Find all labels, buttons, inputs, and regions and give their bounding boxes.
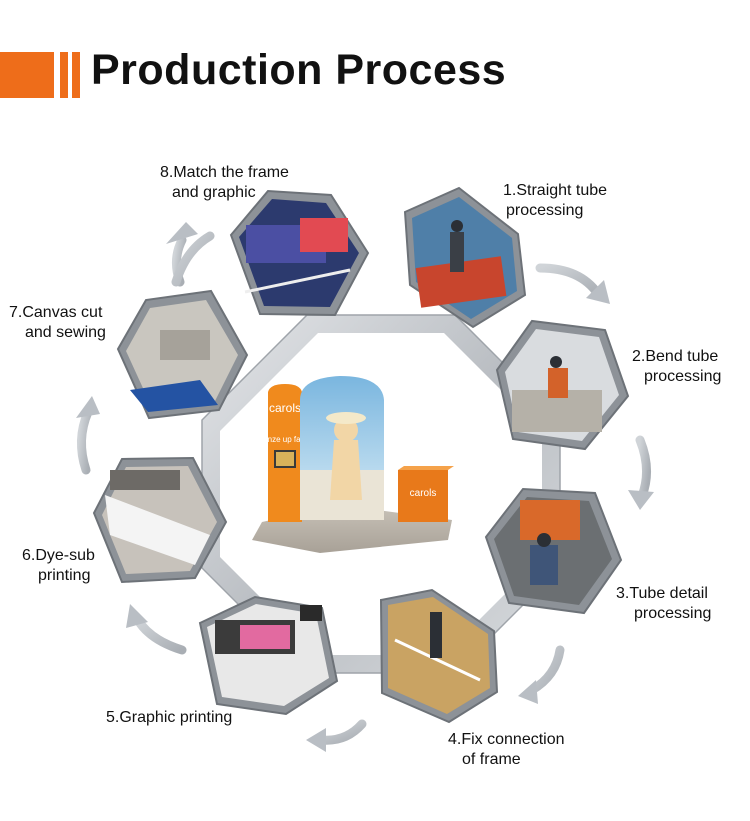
booth-counter (398, 470, 448, 522)
step-label-7: 7.Canvas cut and sewing (9, 303, 106, 343)
step-label-6-line1: 6.Dye-sub (22, 547, 95, 564)
step-hex-1 (403, 186, 527, 329)
step-label-2: 2.Bend tube processing (632, 347, 721, 387)
arrow-6-to-7 (76, 396, 100, 475)
arrow-2-to-3 (628, 435, 654, 510)
step-label-1-line1: 1.Straight tube (503, 182, 608, 199)
step-label-1: 1.Straight tube processing (503, 181, 607, 221)
step-label-5: 5.Graphic printing (106, 708, 232, 728)
step-label-4-line2: of frame (462, 751, 521, 768)
arrow-4-to-5 (306, 719, 367, 752)
booth-counter-brand: carols (410, 488, 437, 499)
title-accent-bar (60, 52, 68, 98)
step-label-8-line1: 8.Match the frame (160, 164, 289, 181)
step-label-4-line1: 4.Fix connection (448, 731, 565, 748)
arrow-5-to-6 (126, 604, 187, 655)
arrow-3-to-4 (518, 645, 565, 704)
page-title: Production Process (91, 46, 507, 94)
step-label-3-line1: 3.Tube detail (616, 585, 708, 602)
step-label-7-line2: and sewing (25, 324, 106, 341)
step-hex-6 (92, 456, 228, 584)
step-hex-2 (495, 319, 630, 451)
step-label-8-line2: and graphic (172, 184, 256, 201)
step-label-2-line2: processing (644, 368, 722, 385)
step-label-8: 8.Match the frame and graphic (160, 163, 289, 203)
step-label-6-line2: printing (38, 567, 91, 584)
booth-brand-text: carols (269, 401, 301, 415)
step-label-5-line1: 5.Graphic printing (106, 709, 233, 726)
step-label-4: 4.Fix connection of frame (448, 730, 565, 770)
arrow-1-to-2 (535, 263, 610, 304)
step-hex-3 (484, 487, 623, 615)
step-hex-4 (379, 588, 499, 724)
arrow-7-to-8 (171, 231, 215, 287)
step-label-1-line2: processing (506, 202, 584, 219)
step-label-6: 6.Dye-sub printing (22, 546, 95, 586)
step-hex-8 (229, 189, 370, 317)
step-label-3: 3.Tube detail processing (616, 584, 711, 624)
title-accent-bar (72, 52, 80, 98)
title-accent-block (0, 52, 54, 98)
step-label-2-line1: 2.Bend tube (632, 348, 719, 365)
booth-tagline-text: bronze up faster (256, 435, 314, 444)
step-hex-7 (116, 289, 249, 420)
step-label-3-line2: processing (634, 605, 712, 622)
center-booth-panel: carols bronze up faster carols (201, 314, 561, 674)
header: Production Process (0, 46, 750, 102)
step-label-7-line1: 7.Canvas cut (9, 304, 103, 321)
step-hex-5 (198, 595, 339, 716)
